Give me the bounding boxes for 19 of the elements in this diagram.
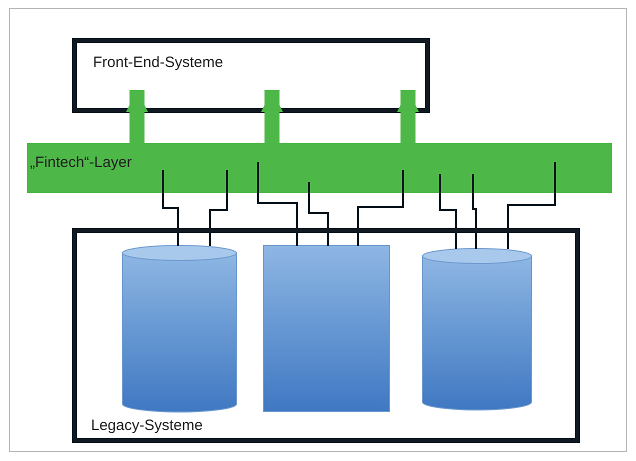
- database-cylinder: [122, 245, 237, 412]
- band-label: „Fintech“-Layer: [30, 155, 132, 172]
- system-block: [263, 245, 390, 412]
- connector-line: [308, 182, 329, 246]
- connector-line: [439, 174, 457, 249]
- connector-line: [507, 162, 556, 249]
- connector-line: [209, 170, 228, 246]
- connector-line: [257, 162, 298, 246]
- system-box: [72, 228, 580, 443]
- box-title: Front-End-Systeme: [93, 55, 224, 72]
- database-cylinder: [422, 248, 532, 410]
- system-box: [72, 38, 430, 113]
- block-arrow: [126, 90, 148, 143]
- connector-line: [162, 170, 179, 246]
- layer-band: [27, 143, 612, 193]
- connector-line: [472, 174, 477, 249]
- block-arrow: [397, 90, 419, 143]
- block-arrow: [261, 90, 283, 143]
- box-title: Legacy-Systeme: [91, 418, 203, 434]
